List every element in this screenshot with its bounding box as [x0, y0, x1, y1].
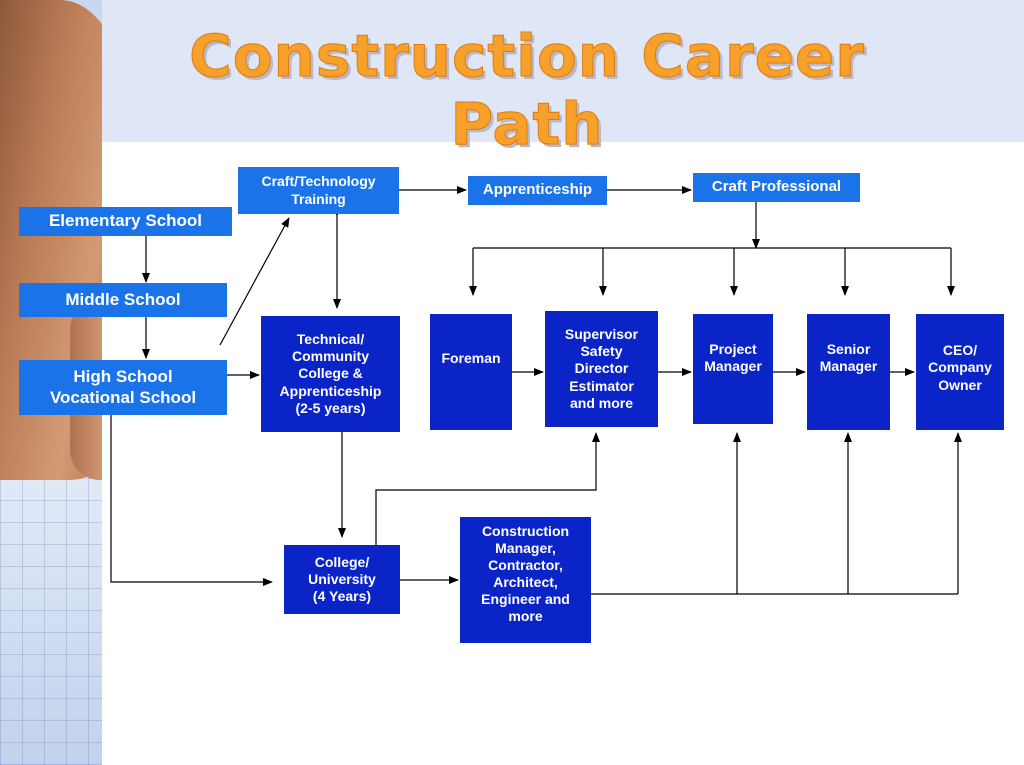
node-craft-professional: Craft Professional: [693, 173, 860, 202]
node-high-school: High School Vocational School: [19, 360, 227, 415]
node-craft-technology-training: Craft/Technology Training: [238, 167, 399, 214]
node-senior-manager: Senior Manager: [807, 314, 890, 430]
node-college-university: College/ University (4 Years): [284, 545, 400, 614]
arrow-college-to-supervisor: [375, 432, 600, 545]
node-ceo-company-owner: CEO/ Company Owner: [916, 314, 1004, 430]
node-foreman: Foreman: [430, 314, 512, 430]
node-apprenticeship: Apprenticeship: [468, 176, 607, 205]
node-elementary-school: Elementary School: [19, 207, 232, 236]
node-supervisor-safety-director-estimator: Supervisor Safety Director Estimator and…: [545, 311, 658, 427]
node-technical-community-college: Technical/ Community College & Apprentic…: [261, 316, 400, 432]
arrow-high-to-craft-training: [219, 217, 290, 346]
node-project-manager: Project Manager: [693, 314, 773, 424]
node-construction-manager-contractor: Construction Manager, Contractor, Archit…: [460, 517, 591, 643]
node-middle-school: Middle School: [19, 283, 227, 317]
arrow-high-to-college: [110, 415, 273, 586]
slide-title: Construction Career Path: [189, 22, 865, 159]
title-band: [102, 0, 1024, 142]
